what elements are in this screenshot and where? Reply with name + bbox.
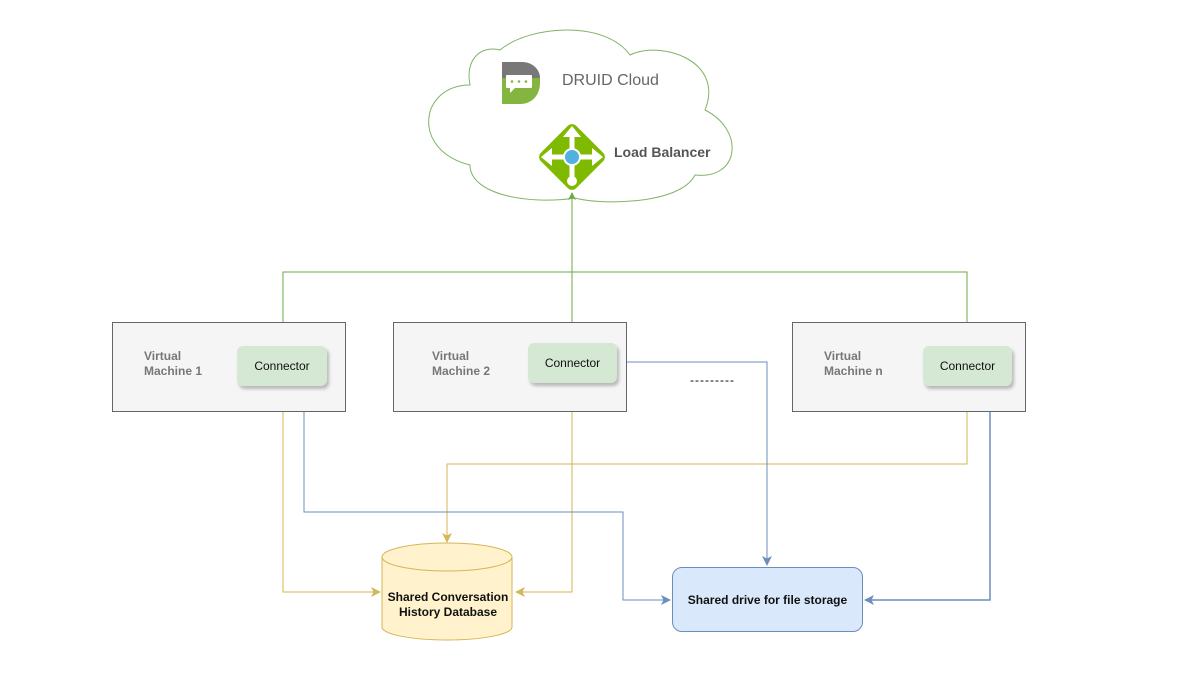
link-vm2-database xyxy=(515,373,577,597)
load-balancer-label: Load Balancer xyxy=(614,144,711,160)
connector-vm2[interactable]: Connector xyxy=(528,343,617,383)
vm-label: Virtual Machine n xyxy=(824,349,883,378)
connector-vmn[interactable]: Connector xyxy=(923,346,1012,386)
shared-drive[interactable]: Shared drive for file storage xyxy=(672,567,863,632)
vm-label: Virtual Machine 2 xyxy=(432,349,491,378)
connector-vm1[interactable]: Connector xyxy=(237,346,327,386)
link-vmn-drive xyxy=(864,376,995,605)
more-machines-ellipsis: --------- xyxy=(690,373,735,387)
load-balancer-icon xyxy=(539,124,605,190)
link-vm1-database xyxy=(278,376,381,597)
shared-drive-label: Shared drive for file storage xyxy=(687,592,848,607)
druid-chat-logo-icon xyxy=(502,62,540,104)
cloud-title: DRUID Cloud xyxy=(562,72,659,89)
database-cylinder xyxy=(381,542,513,641)
link-vm2-drive xyxy=(611,357,772,566)
database-label: Shared Conversation History Database xyxy=(387,590,509,619)
vm-label: Virtual Machine 1 xyxy=(144,349,203,378)
